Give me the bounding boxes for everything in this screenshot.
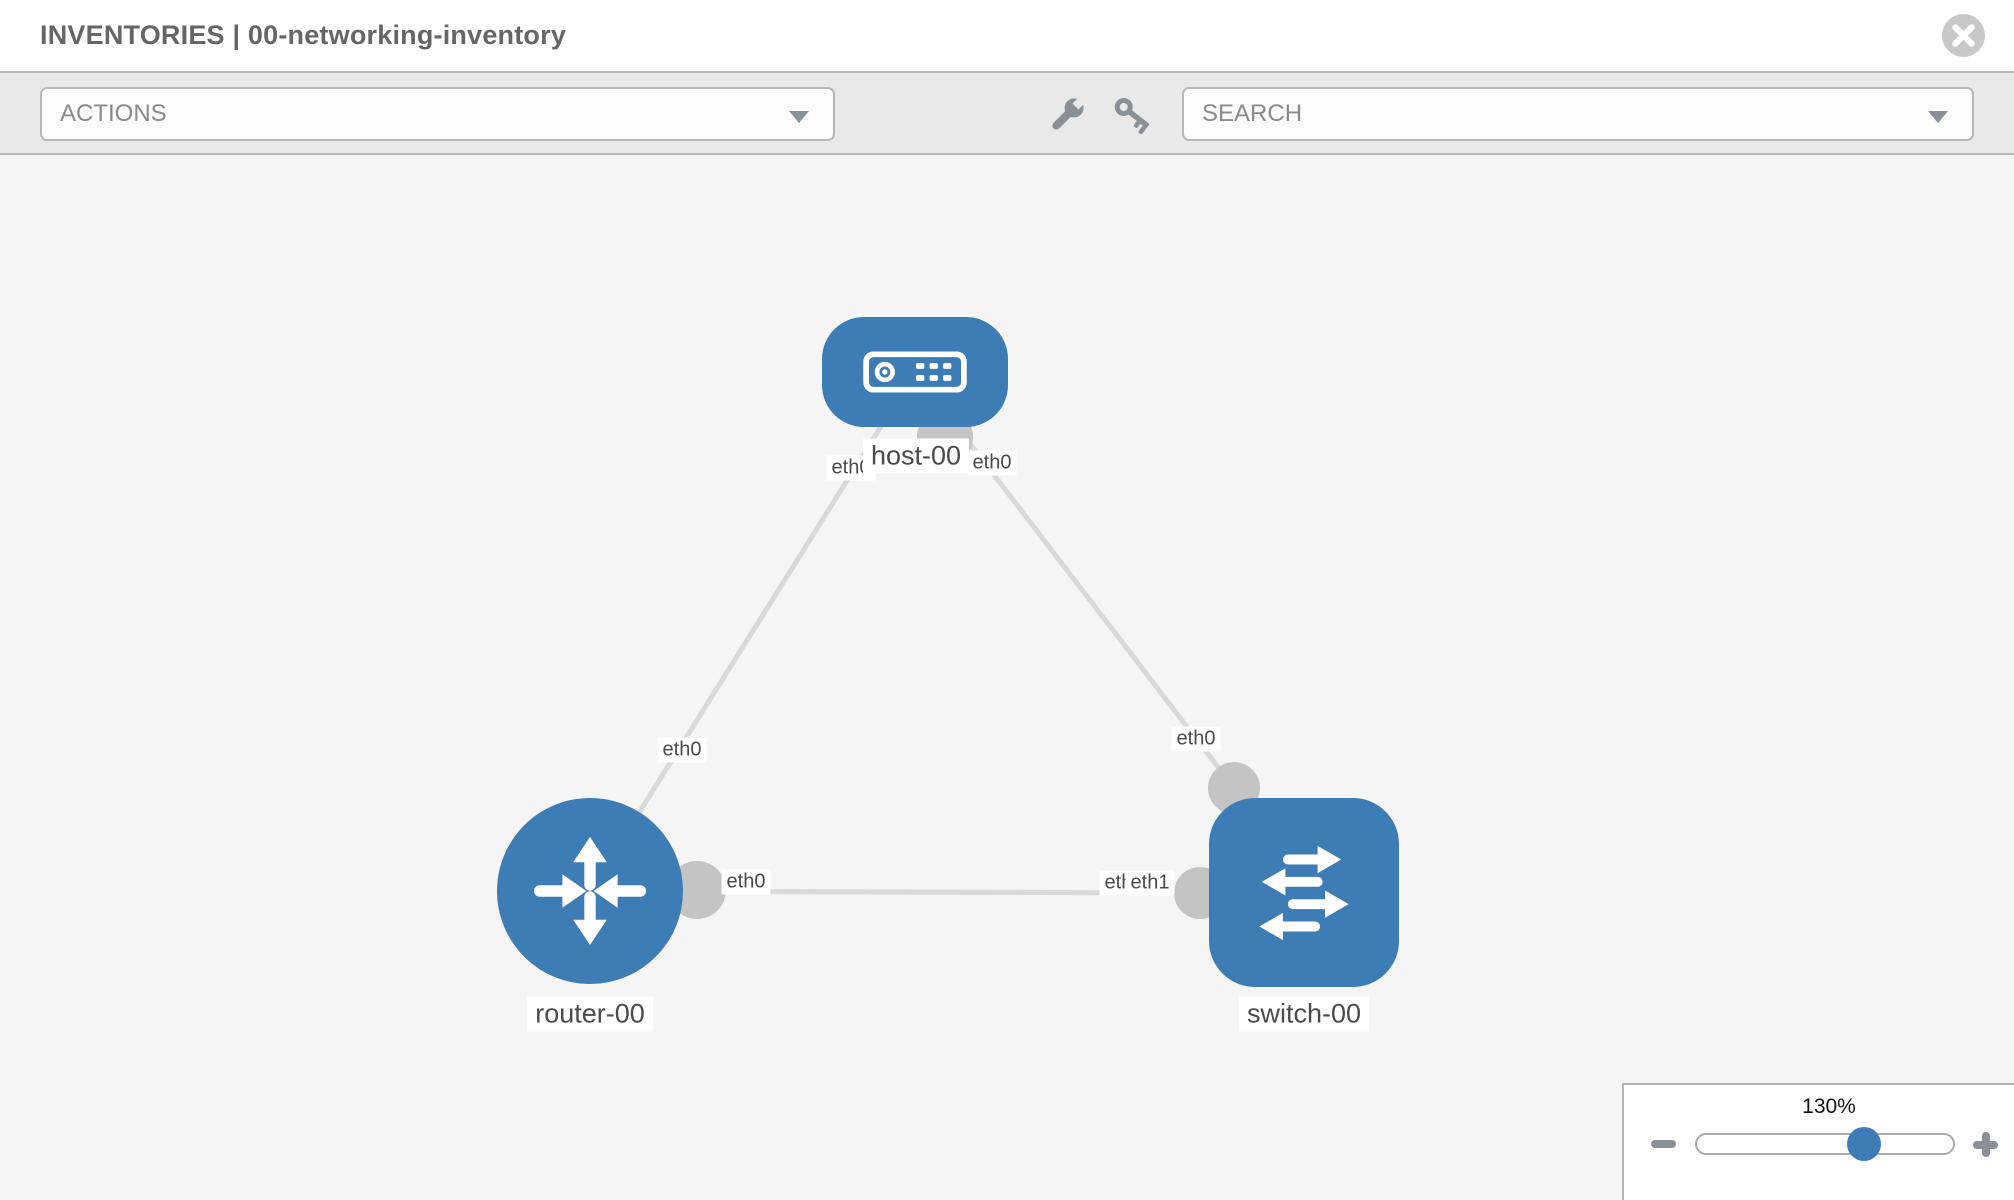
topology-toolbar: ACTIONS SEARCH xyxy=(0,73,2014,155)
host-icon xyxy=(863,351,967,393)
node-label-host: host-00 xyxy=(862,438,970,474)
close-icon[interactable] xyxy=(1941,13,1986,58)
node-host-00[interactable] xyxy=(822,317,1008,427)
zoom-out-button[interactable] xyxy=(1651,1140,1676,1148)
interface-label: eth1 xyxy=(1125,870,1175,896)
interface-label: eth0 xyxy=(721,869,771,895)
zoom-control-panel: 130% xyxy=(1622,1083,2014,1200)
router-icon xyxy=(533,837,647,945)
chevron-down-icon xyxy=(1928,111,1948,123)
interface-label: eth0 xyxy=(657,737,707,763)
node-label-router: router-00 xyxy=(527,996,653,1032)
actions-dropdown[interactable]: ACTIONS xyxy=(40,87,835,141)
interface-label: eth0 xyxy=(1171,726,1221,752)
switch-icon xyxy=(1259,845,1349,940)
zoom-in-button[interactable] xyxy=(1973,1132,1998,1157)
node-switch-00[interactable] xyxy=(1209,798,1399,987)
key-icon[interactable] xyxy=(1112,93,1156,137)
page-title: INVENTORIES | 00-networking-inventory xyxy=(40,20,567,50)
node-router-00[interactable] xyxy=(497,798,683,984)
interface-label: eth0 xyxy=(967,450,1017,476)
breadcrumb-header: INVENTORIES | 00-networking-inventory xyxy=(0,0,2014,73)
zoom-slider-track[interactable] xyxy=(1695,1133,1955,1155)
chevron-down-icon xyxy=(789,111,809,123)
search-placeholder: SEARCH xyxy=(1202,100,1303,127)
search-dropdown[interactable]: SEARCH xyxy=(1182,87,1974,141)
zoom-level-value: 130% xyxy=(1802,1095,1856,1118)
actions-dropdown-label: ACTIONS xyxy=(60,100,167,127)
wrench-icon[interactable] xyxy=(1045,93,1089,137)
zoom-slider-thumb[interactable] xyxy=(1847,1127,1881,1161)
topology-canvas[interactable]: eth0 eth0 eth0 eth0 eth0 eth0 eth1 host-… xyxy=(0,155,2014,1200)
node-label-switch: switch-00 xyxy=(1238,996,1370,1032)
interface-dot-router[interactable] xyxy=(668,861,726,919)
